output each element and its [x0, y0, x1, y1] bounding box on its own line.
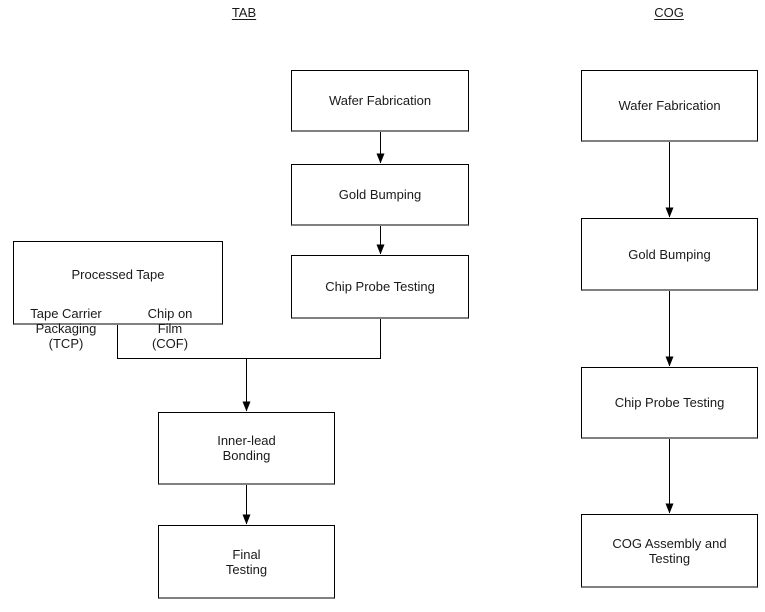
node-cog-wafer-fabrication: Wafer Fabrication	[581, 70, 758, 142]
node-inner-lead-bonding: Inner-lead Bonding	[158, 412, 335, 485]
processed-tape-title: Processed Tape	[71, 267, 165, 282]
node-final-testing: Final Testing	[158, 525, 335, 599]
processed-tape-option-cof: Chip on Film (COF)	[147, 306, 193, 351]
node-tab-gold-bumping: Gold Bumping	[291, 164, 469, 226]
node-processed-tape: Processed Tape Tape Carrier Packaging (T…	[13, 241, 223, 351]
node-cog-chip-probe-testing: Chip Probe Testing	[581, 367, 758, 439]
node-cog-gold-bumping: Gold Bumping	[581, 218, 758, 291]
cog-column-title: COG	[654, 5, 684, 20]
node-tab-wafer-fabrication: Wafer Fabrication	[291, 70, 469, 132]
processed-tape-option-tcp: Tape Carrier Packaging (TCP)	[30, 306, 102, 351]
node-tab-chip-probe-testing: Chip Probe Testing	[291, 255, 469, 319]
tab-column-title: TAB	[231, 5, 257, 20]
node-cog-assembly-and-testing: COG Assembly and Testing	[581, 514, 758, 588]
processed-tape-options: Tape Carrier Packaging (TCP) Chip on Fil…	[14, 306, 222, 351]
